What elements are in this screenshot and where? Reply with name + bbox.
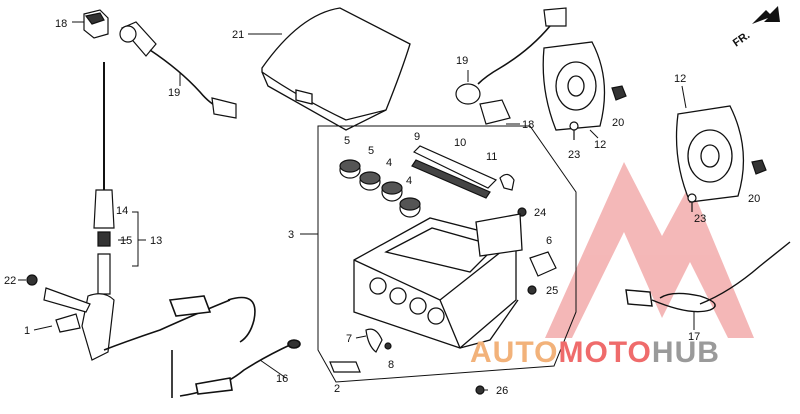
callout-4-a: 4 <box>386 157 392 169</box>
part-19-cable-left <box>119 21 237 119</box>
speaker-12-upper <box>542 41 606 131</box>
radio-unit-body <box>353 213 523 349</box>
callout-20-lower: 20 <box>748 193 760 205</box>
part-7-clip <box>365 328 383 353</box>
part-6-bracket <box>529 251 557 277</box>
direction-indicator: FR. <box>731 6 780 49</box>
callout-6: 6 <box>546 235 552 247</box>
callout-5-a: 5 <box>344 135 350 147</box>
watermark-part-auto: AUTO <box>470 336 558 369</box>
callout-12-upper: 12 <box>594 139 606 151</box>
bracket-13 <box>118 211 146 267</box>
part-11-clip <box>499 173 515 191</box>
part-20-nut-lower <box>751 159 767 175</box>
callout-19-left: 19 <box>168 87 180 99</box>
part-1-bracket <box>43 287 91 333</box>
callout-7: 7 <box>346 333 352 345</box>
callout-8: 8 <box>388 359 394 371</box>
callout-17: 17 <box>688 331 700 343</box>
part-23-screw-lower <box>687 193 697 212</box>
callout-13: 13 <box>150 235 162 247</box>
callout-19-right: 19 <box>456 55 468 67</box>
antenna-assembly <box>81 62 115 361</box>
antenna-cable <box>103 295 256 351</box>
callout-4-b: 4 <box>406 175 412 187</box>
knob-5-a <box>339 159 361 179</box>
callout-18-right: 18 <box>522 119 534 131</box>
callout-3: 3 <box>288 229 294 241</box>
callout-18-top-left: 18 <box>55 18 67 30</box>
callout-24: 24 <box>534 207 546 219</box>
watermark-part-moto: MOTO <box>558 336 651 369</box>
knob-4-b <box>399 197 421 218</box>
callout-12-lower: 12 <box>674 73 686 85</box>
callout-15: 15 <box>120 235 132 247</box>
callout-26: 26 <box>496 385 508 397</box>
watermark-part-hub: HUB <box>652 336 720 369</box>
callout-5-b: 5 <box>368 145 374 157</box>
part-16-cable <box>171 339 301 398</box>
callout-11: 11 <box>486 151 497 163</box>
callout-16: 16 <box>276 373 288 385</box>
callout-labels: 18 19 21 19 18 12 20 23 12 20 23 5 5 4 4… <box>4 18 760 397</box>
direction-label: FR. <box>731 29 752 49</box>
callout-21: 21 <box>232 29 244 41</box>
part-17-cable <box>625 241 791 313</box>
callout-25: 25 <box>546 285 558 297</box>
callout-22: 22 <box>4 275 16 287</box>
part-25-screw <box>527 285 537 295</box>
callout-9: 9 <box>414 131 420 143</box>
part-20-nut-upper <box>611 85 627 101</box>
knob-4-a <box>381 181 403 202</box>
leader-lines <box>18 279 488 391</box>
assembly-3-outline <box>317 125 577 383</box>
part-8-screw <box>384 342 392 350</box>
callout-14: 14 <box>116 205 128 217</box>
watermark-logo <box>545 162 754 338</box>
part-9-10-strip <box>411 145 498 199</box>
callout-2: 2 <box>334 383 340 395</box>
speaker-12-lower <box>675 105 745 203</box>
part-2-strip <box>329 361 361 373</box>
callout-10: 10 <box>454 137 466 149</box>
callout-20-upper: 20 <box>612 117 624 129</box>
callout-23-upper: 23 <box>568 149 580 161</box>
part-21-cover <box>261 7 411 131</box>
part-22-nut <box>26 274 38 286</box>
part-26-screw <box>475 385 485 395</box>
watermark-text: AUTOMOTOHUB <box>470 336 720 369</box>
callout-1: 1 <box>24 325 30 337</box>
callout-23-lower: 23 <box>694 213 706 225</box>
part-18-clip <box>83 9 109 39</box>
part-23-screw-upper <box>569 121 579 140</box>
knob-5-b <box>359 171 381 191</box>
part-19-cable-right <box>455 7 567 125</box>
